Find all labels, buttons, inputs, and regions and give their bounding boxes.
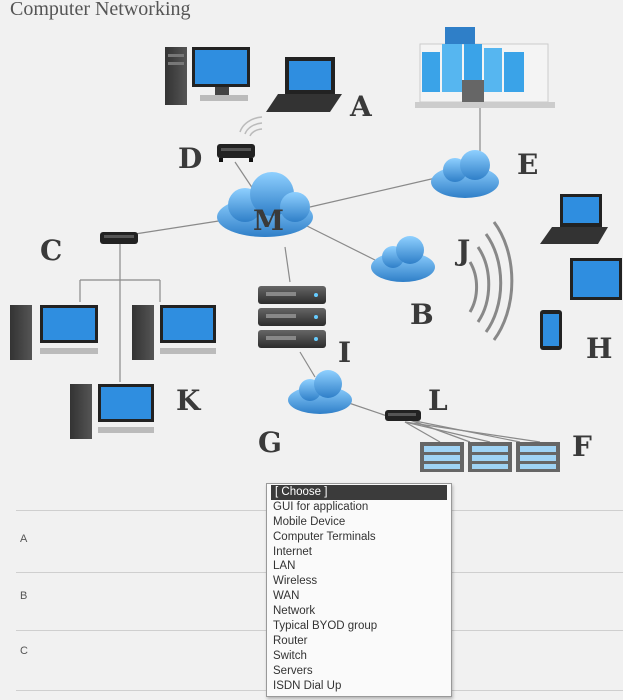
dropdown-option[interactable]: Computer Terminals — [273, 530, 376, 543]
label-d: D — [178, 142, 203, 175]
label-c: C — [40, 234, 63, 267]
monitor-h-icon — [570, 258, 622, 300]
dropdown-option[interactable]: GUI for application — [273, 500, 369, 513]
phone-h-icon — [540, 310, 562, 350]
question-label-c: C — [20, 645, 28, 657]
desktop-lan-2-icon — [132, 305, 216, 360]
desktop-computer-icon — [165, 47, 250, 105]
dropdown-option[interactable]: Wireless — [273, 575, 318, 588]
dropdown-option[interactable]: Typical BYOD group — [273, 620, 378, 633]
dropdown-option[interactable]: Network — [273, 605, 316, 618]
label-h: H — [586, 332, 613, 365]
cloud-e-icon — [431, 150, 499, 198]
page-title: Computer Networking — [10, 0, 191, 20]
question-label-b: B — [20, 590, 28, 602]
question-label-a: A — [20, 533, 28, 545]
dropdown-option[interactable]: Servers — [273, 664, 313, 677]
cloud-m-icon — [217, 172, 313, 237]
label-g: G — [258, 426, 282, 459]
dropdown-option-choose[interactable]: [ Choose ] — [271, 485, 447, 500]
dropdown-option[interactable]: ISDN Dial Up — [273, 679, 342, 692]
terminals-f-icon — [420, 442, 560, 472]
wireless-waves-icon — [468, 221, 514, 341]
label-j: J — [457, 234, 471, 267]
label-b: B — [410, 298, 434, 331]
dropdown-option[interactable]: Internet — [273, 545, 312, 558]
network-diagram: A D E M C J B H I K L G F — [0, 22, 623, 482]
label-m: M — [253, 204, 284, 237]
router-c-icon — [100, 232, 138, 244]
switch-l-icon — [385, 410, 421, 421]
laptop-icon — [266, 57, 342, 112]
answer-dropdown-list[interactable]: [ Choose ] GUI for application Mobile De… — [266, 483, 452, 697]
label-l: L — [428, 384, 448, 417]
label-k: K — [176, 384, 201, 417]
desktop-lan-3-icon — [70, 384, 154, 439]
building-icon — [415, 27, 555, 108]
wifi-arcs — [239, 116, 263, 137]
network-diagram-svg — [10, 27, 622, 472]
connection-lines — [79, 102, 541, 443]
laptop-h-icon — [540, 194, 608, 244]
cloud-i-icon — [288, 370, 352, 414]
dropdown-option[interactable]: Switch — [273, 649, 307, 662]
dropdown-option[interactable]: WAN — [273, 590, 300, 603]
server-stack-icon — [258, 286, 326, 348]
desktop-lan-1-icon — [10, 305, 98, 360]
dropdown-option[interactable]: Mobile Device — [273, 515, 346, 528]
dropdown-option[interactable]: Router — [273, 634, 308, 647]
router-d-icon — [217, 144, 255, 162]
cloud-b-icon — [371, 236, 435, 282]
dropdown-option[interactable]: LAN — [273, 560, 296, 573]
label-f: F — [572, 430, 592, 463]
label-i: I — [338, 336, 352, 369]
label-a: A — [350, 90, 372, 123]
label-e: E — [517, 148, 539, 181]
